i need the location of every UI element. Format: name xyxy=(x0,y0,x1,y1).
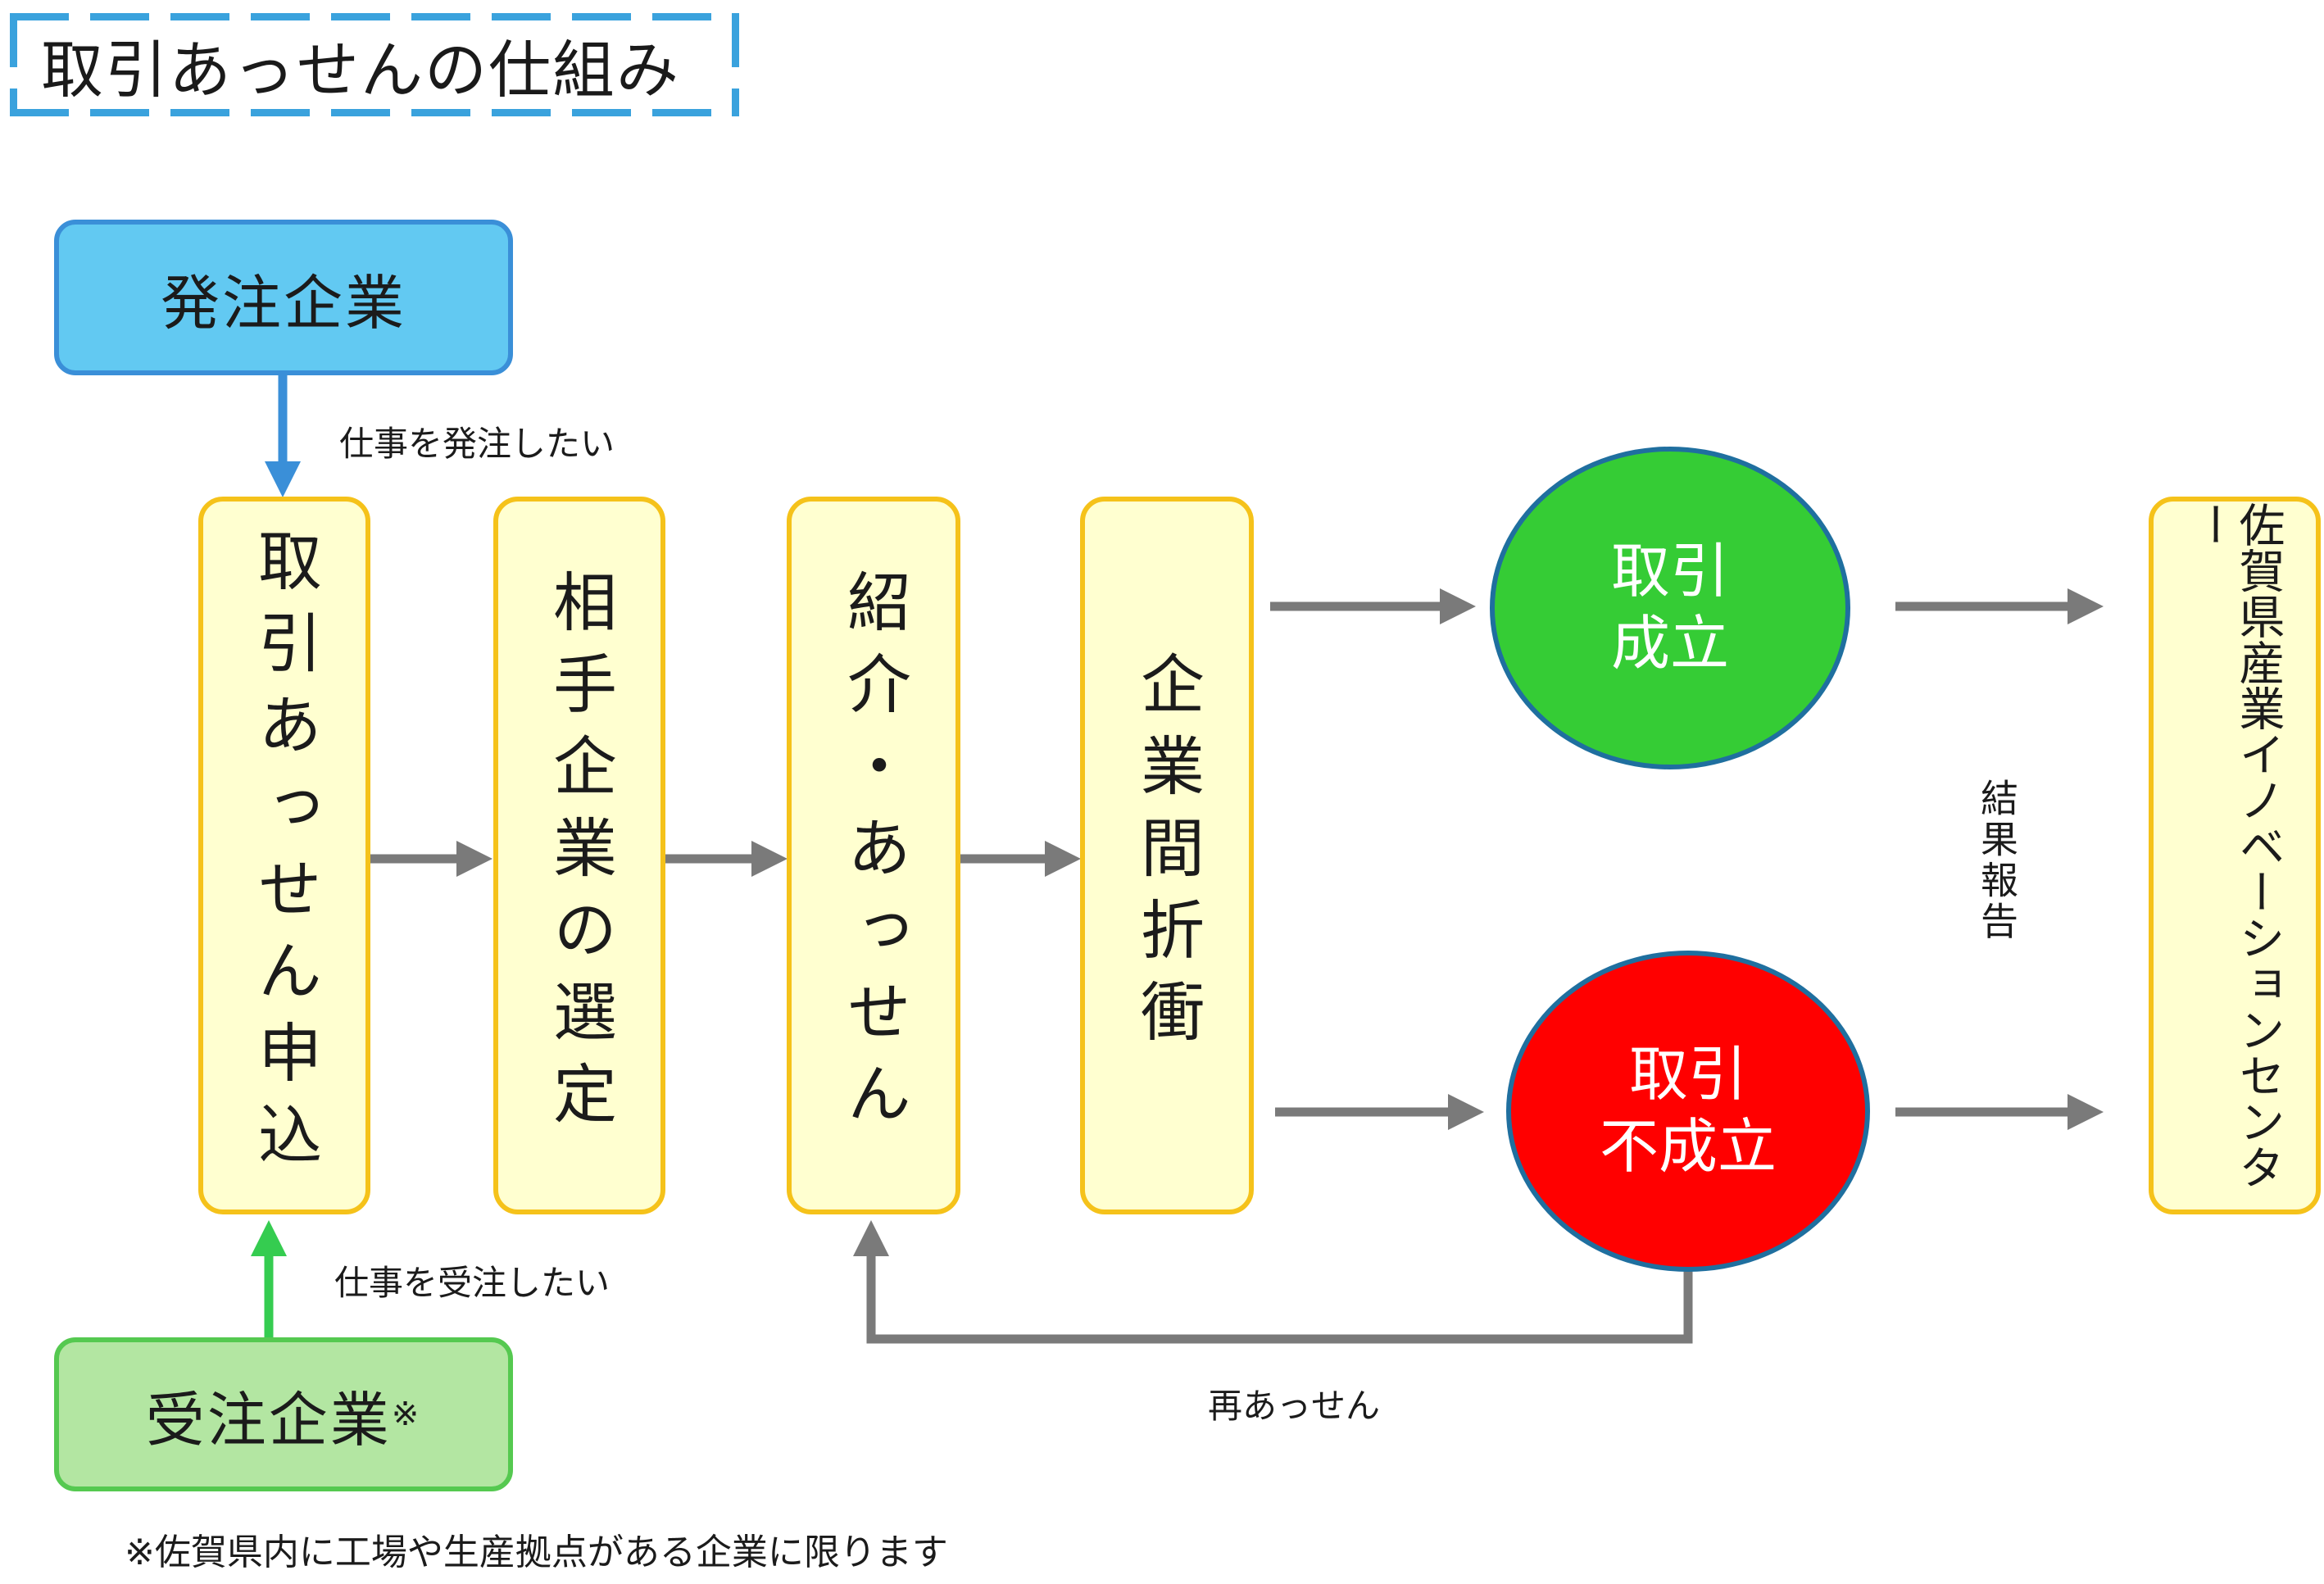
step-negotiation: 企業間折衝 xyxy=(1080,497,1254,1214)
outcome-failure: 取引 不成立 xyxy=(1506,951,1870,1272)
step-application-label: 取引あっせん申込 xyxy=(247,528,321,1183)
outcome-failure-line1: 取引 xyxy=(1628,1040,1747,1110)
outcome-success-line2: 成立 xyxy=(1610,609,1729,678)
step-negotiation-label: 企業間折衝 xyxy=(1130,651,1204,1060)
outcome-success: 取引 成立 xyxy=(1490,447,1850,769)
innovation-center-label: 佐賀県産業イノベーションセンター xyxy=(2186,502,2285,1190)
step-introduction: 紹介・あっせん xyxy=(787,497,960,1214)
receiving-company-mark: ※ xyxy=(391,1396,422,1433)
arrow-reintroduce-loop xyxy=(853,1220,1693,1344)
step-partner-selection: 相手企業の選定 xyxy=(493,497,665,1214)
outcome-success-line1: 取引 xyxy=(1610,537,1729,606)
ordering-company-box: 発注企業 xyxy=(54,220,513,375)
footnote: ※佐賀県内に工場や生産拠点がある企業に限ります xyxy=(125,1532,948,1573)
innovation-center-box: 佐賀県産業イノベーションセンター xyxy=(2149,497,2321,1214)
result-report-label: 結果報告 xyxy=(1975,778,2019,942)
page-title: 取引あっせんの仕組み xyxy=(10,13,739,116)
want-receive-label: 仕事を受注したい xyxy=(334,1263,611,1303)
ordering-company-label: 発注企業 xyxy=(160,268,406,338)
receiving-company-box: 受注企業※ xyxy=(54,1337,513,1491)
reintroduce-label: 再あっせん xyxy=(1208,1386,1381,1426)
step-partner-selection-label: 相手企業の選定 xyxy=(542,569,616,1142)
step-application: 取引あっせん申込 xyxy=(198,497,370,1214)
want-order-label: 仕事を発注したい xyxy=(339,424,615,464)
step-introduction-label: 紹介・あっせん xyxy=(837,569,910,1142)
receiving-company-label: 受注企業 xyxy=(145,1385,392,1455)
page-title-text: 取引あっせんの仕組み xyxy=(41,34,680,107)
outcome-failure-line2: 不成立 xyxy=(1599,1112,1777,1181)
